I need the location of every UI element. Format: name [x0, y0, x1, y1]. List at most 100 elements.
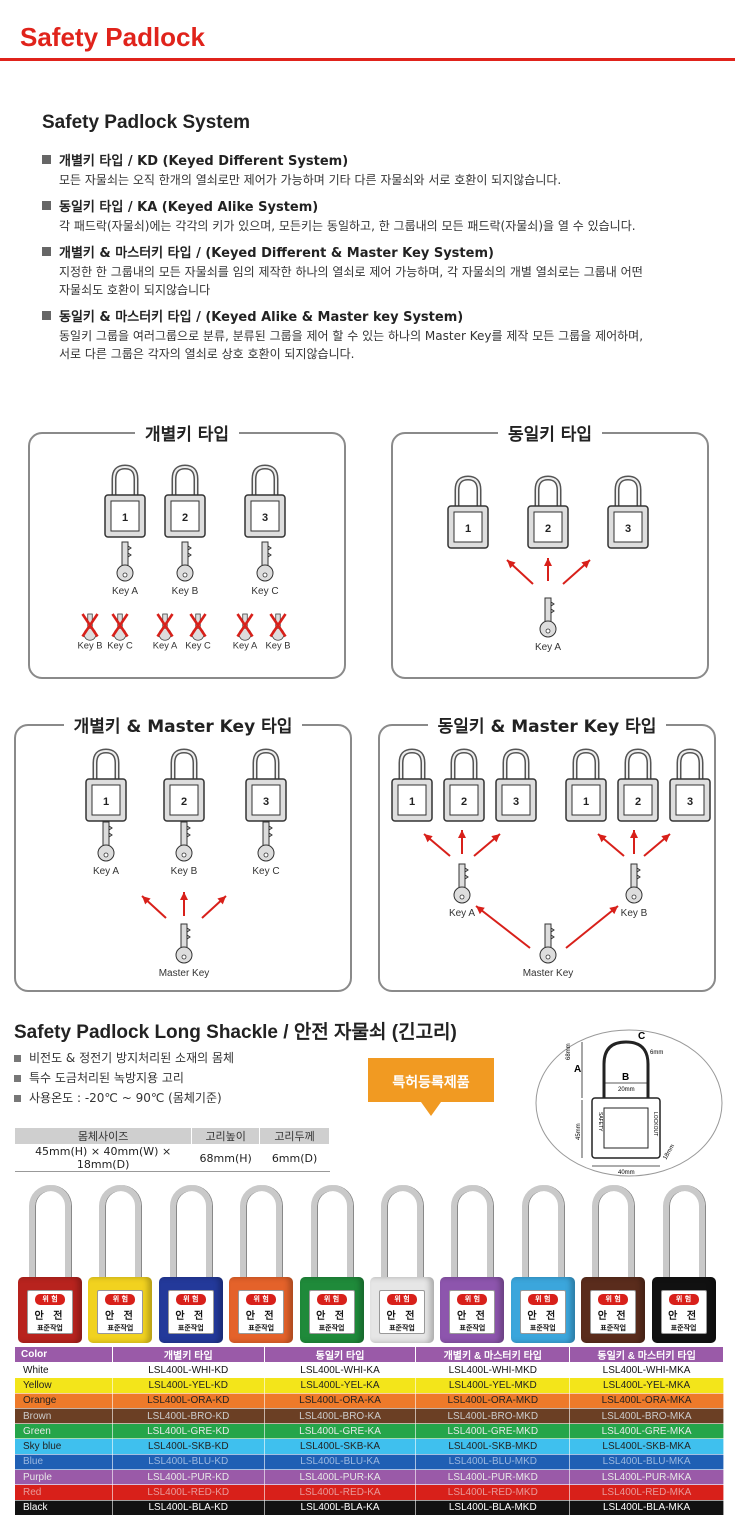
key-icon: Key C	[252, 821, 280, 877]
diagram-title: 개별키 & Master Key 타입	[63, 717, 303, 737]
table-header-color: Color	[14, 1346, 113, 1363]
system-item-desc-line: 모든 자물쇠는 오직 한개의 열쇠로만 제어가 가능하며 기타 다른 자물쇠와 …	[59, 173, 562, 187]
spec-header: 고리두께	[259, 1127, 330, 1145]
shackle	[521, 1185, 564, 1285]
key-icon: Key B	[171, 821, 198, 877]
red-arrow-icon	[180, 892, 188, 916]
color-name-cell: Green	[14, 1423, 113, 1440]
key-icon: Key B	[621, 863, 648, 919]
model-code-cell: LSL400L-GRE-KA	[263, 1423, 417, 1440]
danger-text: 위 험	[35, 1294, 65, 1305]
model-code-cell: LSL400L-RED-KD	[111, 1484, 265, 1501]
spec-value: 6mm(D)	[259, 1144, 330, 1172]
padlock-icon: 3	[244, 464, 286, 538]
model-code-cell: LSL400L-YEL-KA	[263, 1377, 417, 1394]
standard-work-text: 표준작업	[37, 1324, 63, 1332]
model-code-cell: LSL400L-ORA-KA	[263, 1392, 417, 1409]
model-code-cell: LSL400L-GRE-MKA	[569, 1423, 724, 1440]
danger-text: 위 험	[387, 1294, 417, 1305]
model-code-cell: LSL400L-ORA-MKA	[569, 1392, 724, 1409]
dimension-drawing: A B C 6mm 20mm 40mm 68mm 45mm 18mm SAFET…	[534, 1028, 724, 1178]
model-code-cell: LSL400L-ORA-KD	[111, 1392, 265, 1409]
padlock-icon: 3	[607, 475, 649, 549]
model-code-cell: LSL400L-WHI-KA	[263, 1361, 417, 1379]
dim-letter-c: C	[638, 1031, 645, 1042]
key-label: Key A	[153, 641, 178, 651]
system-item-desc-line: 자물쇠도 호환이 되지않습니다	[59, 283, 211, 297]
padlock-icon: 2	[617, 748, 659, 822]
system-item-heading: 개별키 타입 / KD (Keyed Different System)	[59, 154, 349, 169]
crossed-key-icon: Key A	[153, 613, 178, 651]
key-label: Master Key	[159, 968, 210, 979]
color-name-cell: Black	[14, 1499, 113, 1516]
red-arrow-icon	[643, 833, 671, 857]
padlock-icon: 2	[443, 748, 485, 822]
model-code-cell: LSL400L-RED-MKD	[415, 1484, 571, 1501]
key-icon: Master Key	[523, 923, 573, 979]
model-code-cell: LSL400L-BLU-MKD	[415, 1453, 571, 1471]
crossed-key-icon: Key B	[78, 613, 102, 651]
system-item-kdmk: 개별키 & 마스터키 타입 / (Keyed Different & Maste…	[42, 242, 712, 299]
lock-number: 2	[635, 796, 641, 808]
model-code-cell: LSL400L-BLU-KA	[263, 1453, 417, 1471]
padlock-icon: 1	[85, 748, 127, 822]
lock-number: 1	[409, 796, 415, 808]
color-name-cell: Blue	[14, 1453, 113, 1471]
key-icon: Master Key	[159, 923, 210, 979]
safety-text: 안 전	[386, 1311, 418, 1322]
key-icon: Key A	[449, 863, 475, 919]
patent-label: 특허등록제품	[392, 1075, 470, 1091]
dim-6mm: 6mm	[650, 1050, 663, 1056]
shackle	[592, 1185, 635, 1285]
model-code-cell: LSL400L-PUR-MKA	[569, 1469, 724, 1486]
long-shackle-title: Safety Padlock Long Shackle / 안전 자물쇠 (긴고…	[14, 1022, 457, 1043]
dim-safety-label: SAFETY	[597, 1112, 603, 1132]
model-code-cell: LSL400L-BRO-MKA	[569, 1407, 724, 1425]
crossed-key-icon: Key A	[233, 613, 258, 651]
standard-work-text: 표준작업	[248, 1324, 275, 1332]
key-label: Key C	[252, 866, 279, 877]
page-title: Safety Padlock	[20, 22, 205, 52]
model-code-cell: LSL400L-RED-KA	[263, 1484, 417, 1501]
spec-value: 68mm(H)	[191, 1144, 260, 1172]
system-item-desc-line: 각 패드락(자물쇠)에는 각각의 키가 있으며, 모든키는 동일하고, 한 그룹…	[59, 219, 636, 233]
model-code-cell: LSL400L-YEL-MKD	[415, 1377, 571, 1394]
system-item-heading: 동일키 타입 / KA (Keyed Alike System)	[59, 200, 319, 215]
model-code-cell: LSL400L-BRO-MKD	[415, 1407, 571, 1425]
dim-letter-b: B	[622, 1072, 629, 1083]
diagram-title: 개별키 타입	[134, 425, 240, 445]
lock-number: 1	[583, 796, 589, 808]
padlock-icon: 1	[104, 464, 146, 538]
system-item-kd: 개별키 타입 / KD (Keyed Different System) 모든 …	[42, 150, 712, 189]
model-code-cell: LSL400L-BLA-KA	[263, 1499, 417, 1516]
standard-work-text: 표준작업	[600, 1324, 627, 1332]
model-code-cell: LSL400L-GRE-MKD	[415, 1423, 571, 1440]
dim-45mm: 45mm	[576, 1123, 582, 1140]
model-code-cell: LSL400L-RED-MKA	[569, 1484, 724, 1501]
padlock-icon: 3	[245, 748, 287, 822]
padlock-icon: 2	[527, 475, 569, 549]
key-icon: Key A	[112, 541, 138, 597]
key-icon: Key A	[93, 821, 119, 877]
model-code-cell: LSL400L-YEL-KD	[111, 1377, 265, 1394]
padlock-icon: 3	[495, 748, 537, 822]
lock-number: 3	[625, 523, 631, 535]
model-code-cell: LSL400L-PUR-KD	[111, 1469, 265, 1486]
lock-number: 3	[263, 796, 269, 808]
danger-text: 위 험	[598, 1294, 629, 1305]
key-label: Key C	[185, 641, 211, 651]
lock-number: 3	[513, 796, 519, 808]
